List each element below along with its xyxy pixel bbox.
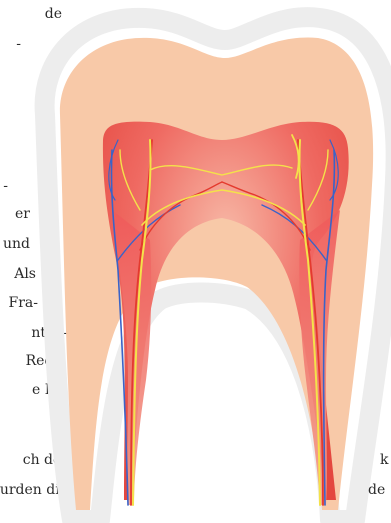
text-fragment: de — [368, 478, 385, 502]
text-fragment: k — [380, 448, 388, 472]
